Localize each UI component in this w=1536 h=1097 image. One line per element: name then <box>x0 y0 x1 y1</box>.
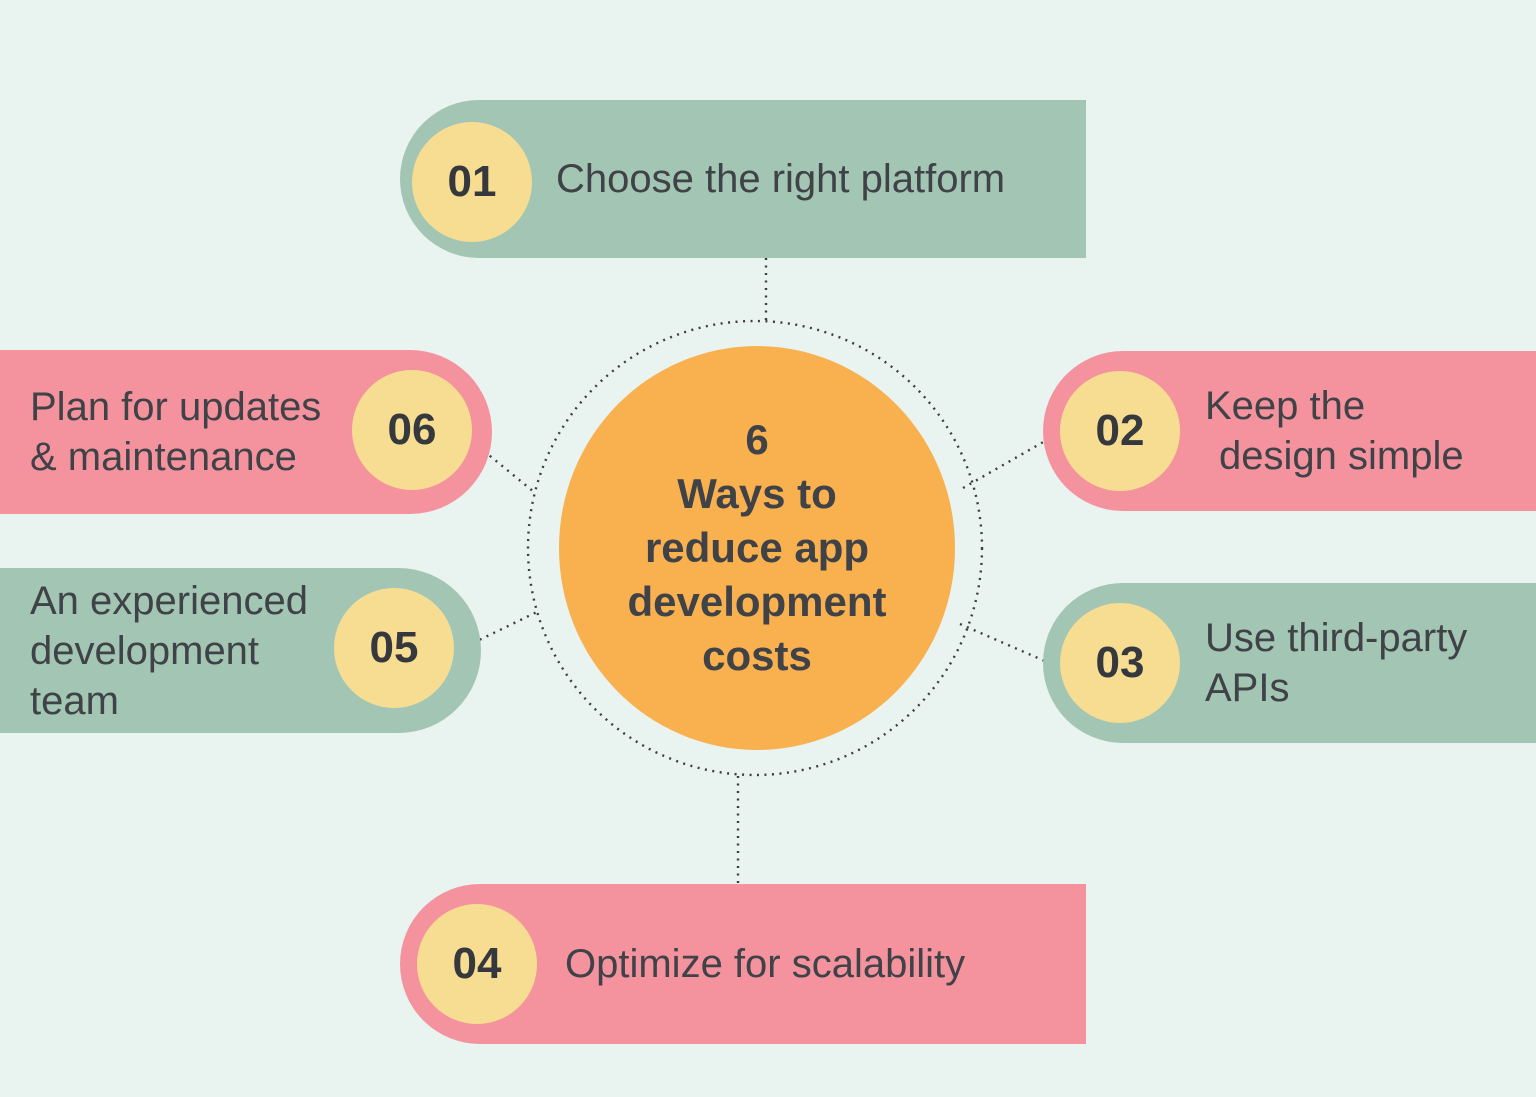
item-number-01: 01 <box>447 157 497 206</box>
item-label-05-line-2: development <box>30 628 260 673</box>
item-number-circle-06: 06 <box>352 370 472 490</box>
item-label-02-line-2: design simple <box>1219 434 1464 478</box>
item-label-05: An experienced development team <box>30 568 308 733</box>
item-label-03-line-2: APIs <box>1205 666 1290 710</box>
connector-left-upper <box>483 450 535 493</box>
center-title-line-4: development <box>627 578 887 625</box>
connector-left-lower <box>472 610 538 645</box>
item-pill-03: 03 Use third-party APIs <box>1043 583 1536 743</box>
center-title-line-2: Ways to <box>677 470 837 517</box>
center-title-line-5: costs <box>702 632 812 679</box>
item-label-03-line-1: Use third-party <box>1205 616 1468 660</box>
item-number-02: 02 <box>1095 406 1145 455</box>
item-number-03: 03 <box>1095 638 1145 687</box>
item-label-01-line-1: Choose the right platform <box>556 157 1006 201</box>
item-label-06-line-2: & maintenance <box>30 435 297 479</box>
item-label-02-line-1: Keep the <box>1205 384 1366 428</box>
center-title-line-3: reduce app <box>644 524 870 571</box>
item-pill-05: 05 An experienced development team <box>0 568 481 733</box>
connector-right-lower <box>959 622 1048 664</box>
item-pill-01: 01 Choose the right platform <box>400 100 1086 258</box>
connector-right-upper <box>962 439 1046 490</box>
item-number-04: 04 <box>452 939 502 988</box>
item-pill-04: 04 Optimize for scalability <box>400 884 1086 1044</box>
item-pill-06: 06 Plan for updates & maintenance <box>0 350 492 514</box>
item-number-circle-01: 01 <box>412 122 532 242</box>
item-label-02: Keep the design simple <box>1205 351 1464 511</box>
item-number-06: 06 <box>387 405 437 454</box>
item-pill-02: 02 Keep the design simple <box>1043 351 1536 511</box>
item-label-01: Choose the right platform <box>556 100 1005 258</box>
item-label-04-line-1: Optimize for scalability <box>565 942 966 986</box>
item-number-circle-04: 04 <box>417 904 537 1024</box>
item-label-05-line-3: team <box>30 678 119 723</box>
dotted-ring <box>526 319 984 777</box>
item-number-circle-03: 03 <box>1060 603 1180 723</box>
item-number-circle-05: 05 <box>334 588 454 708</box>
item-number-circle-02: 02 <box>1060 371 1180 491</box>
item-label-06: Plan for updates & maintenance <box>30 350 321 514</box>
item-label-05-line-1: An experienced <box>30 578 308 623</box>
center-title: 6 Ways to reduce app development costs <box>627 413 886 683</box>
item-label-04: Optimize for scalability <box>565 884 965 1044</box>
item-number-05: 05 <box>369 623 419 672</box>
center-title-line-1: 6 <box>745 416 769 463</box>
center-circle: 6 Ways to reduce app development costs <box>559 346 955 750</box>
item-label-06-line-1: Plan for updates <box>30 385 322 429</box>
item-label-03: Use third-party APIs <box>1205 583 1467 743</box>
